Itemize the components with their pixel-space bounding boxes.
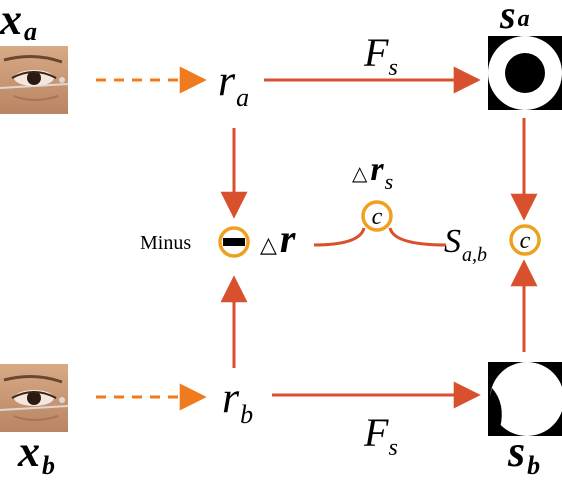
c-operator-center bbox=[361, 200, 393, 232]
label-f-top: Fs bbox=[363, 30, 398, 81]
minus-circle-icon bbox=[218, 226, 250, 258]
label-c-right: c bbox=[520, 228, 531, 254]
label-f-bottom: Fs bbox=[363, 410, 398, 461]
label-c-center: c bbox=[372, 204, 383, 230]
link-delta-r-to-c bbox=[313, 227, 366, 247]
face-image-top bbox=[0, 46, 69, 114]
face-image-bottom bbox=[0, 364, 69, 432]
c-circle-icon bbox=[361, 200, 393, 232]
arrows bbox=[96, 66, 538, 411]
shape-image-bottom bbox=[488, 362, 562, 436]
eye-photo-icon bbox=[0, 364, 69, 432]
silhouette-disc-icon bbox=[488, 36, 562, 110]
eye-photo-icon bbox=[0, 46, 69, 114]
label-delta-rs: △rs bbox=[352, 151, 393, 194]
silhouette-crescent-icon bbox=[488, 362, 562, 436]
label-r-a: ra bbox=[218, 56, 249, 112]
link-c-to-sab bbox=[388, 227, 447, 247]
c-operator-right bbox=[509, 224, 541, 256]
label-x-a: xa bbox=[0, 0, 37, 46]
c-circle-icon bbox=[509, 224, 541, 256]
label-s-b: sb bbox=[507, 427, 540, 480]
shape-image-top bbox=[488, 36, 562, 110]
label-minus: Minus bbox=[140, 232, 191, 254]
label-r-b: rb bbox=[222, 373, 253, 429]
label-x-b: xb bbox=[17, 427, 55, 480]
label-s-a: sa bbox=[499, 0, 530, 37]
label-s-ab: Sa,b bbox=[444, 223, 487, 266]
label-delta-r: △r bbox=[260, 216, 296, 261]
minus-operator bbox=[218, 226, 250, 258]
